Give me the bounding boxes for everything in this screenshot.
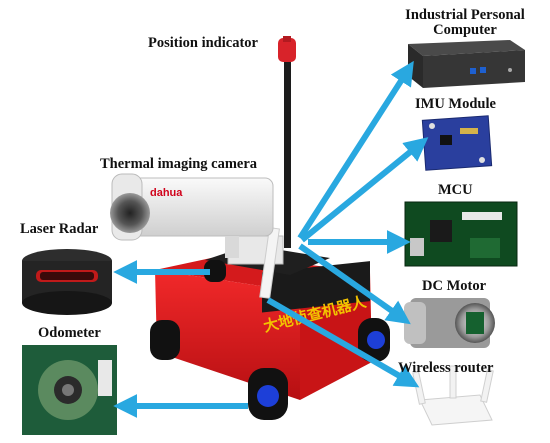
ipc-photo [408, 40, 525, 88]
thermal-camera-label: Thermal imaging camera [100, 156, 258, 172]
robot-body: 大地侦查机器人 [155, 255, 372, 400]
odometer-label: Odometer [38, 325, 101, 341]
imu-photo [421, 115, 493, 171]
laser-radar-label: Laser Radar [20, 221, 99, 237]
arrow-to-ipc [297, 60, 414, 240]
mcu-label: MCU [438, 182, 473, 198]
ipc-label: Industrial Personal Computer [395, 8, 535, 38]
ipc-label-line2: Computer [433, 22, 497, 38]
robot-wheels [150, 260, 390, 420]
laser-radar-photo [22, 249, 112, 315]
arrow-to-dc-motor [298, 243, 411, 325]
imu-label: IMU Module [415, 96, 496, 112]
position-indicator-mast [278, 36, 296, 248]
wireless-router-photo [412, 365, 494, 426]
odometer-photo [22, 345, 117, 435]
arrow-to-wireless-router [266, 297, 420, 388]
dc-motor-photo [404, 298, 495, 348]
arrow-to-imu [300, 137, 429, 243]
wireless-router-label: Wireless router [398, 360, 494, 376]
thermal-camera: dahua [110, 173, 274, 258]
camera-brand: dahua [150, 187, 183, 199]
connection-arrows [113, 60, 429, 418]
position-indicator-label: Position indicator [148, 35, 258, 51]
mcu-photo [404, 201, 518, 267]
dc-motor-label: DC Motor [422, 278, 487, 294]
ipc-label-line1: Industrial Personal [405, 7, 525, 23]
